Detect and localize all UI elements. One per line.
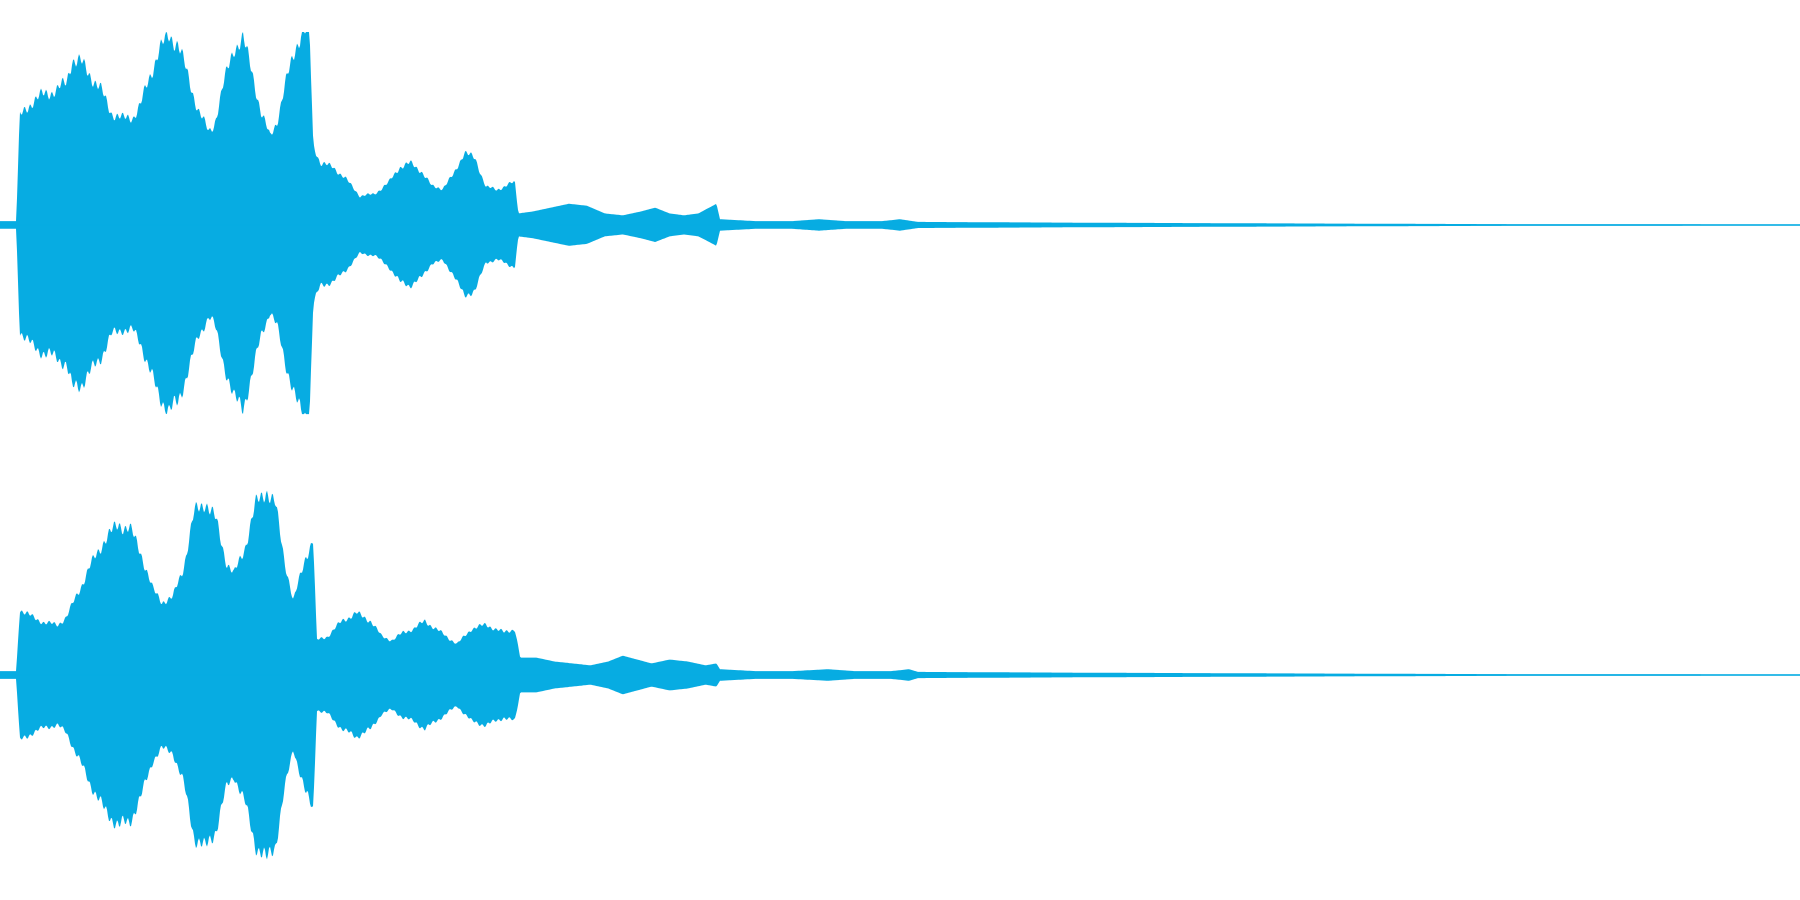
channels-layer <box>0 32 1800 860</box>
channel-2-waveform <box>0 490 1800 860</box>
channel-1-envelope <box>0 32 1800 415</box>
channel-1-waveform <box>0 32 1800 415</box>
